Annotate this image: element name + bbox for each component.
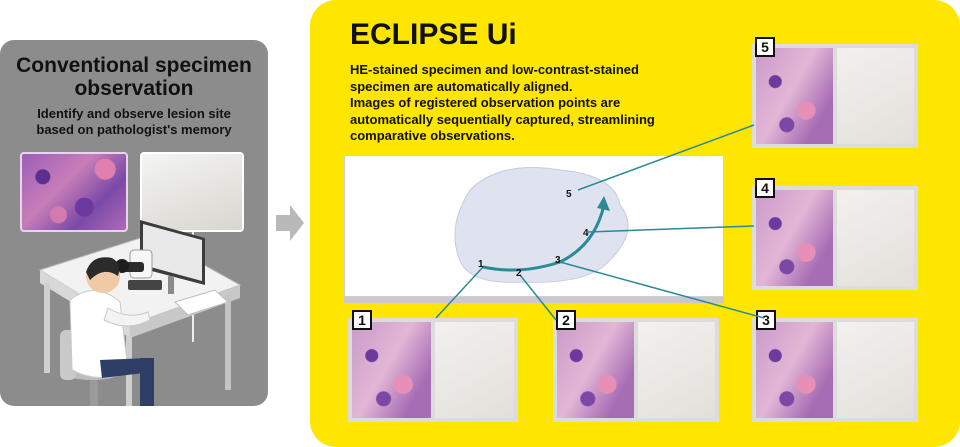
tissue-section	[454, 167, 629, 283]
low-contrast-thumbnail	[140, 152, 244, 232]
image-number-4: 4	[755, 178, 775, 198]
captured-image-4	[752, 186, 918, 290]
he-image-2	[557, 322, 634, 418]
point-label-4: 4	[583, 228, 589, 239]
low-contrast-image-3	[837, 322, 914, 418]
low-contrast-image-1	[435, 322, 514, 418]
captured-image-1	[348, 318, 518, 422]
eclipse-desc-line3: Images of registered observation points …	[350, 95, 621, 110]
pathologist-illustration	[38, 220, 242, 406]
eclipse-description: HE-stained specimen and low-contrast-sta…	[350, 62, 730, 145]
image-number-3: 3	[756, 310, 776, 330]
conventional-title: Conventional specimen observation	[0, 54, 268, 100]
low-contrast-image-2	[638, 322, 715, 418]
connector-line-2	[519, 274, 557, 321]
he-image-1	[352, 322, 431, 418]
conventional-title-line1: Conventional specimen	[16, 54, 252, 77]
conventional-subtitle-line2: based on pathologist's memory	[36, 122, 232, 137]
captured-image-2	[553, 318, 719, 422]
point-label-3: 3	[555, 255, 561, 266]
he-image-4	[756, 190, 833, 286]
connector-line-4	[587, 225, 755, 233]
conventional-title-line2: observation	[74, 77, 194, 100]
image-number-2: 2	[556, 310, 576, 330]
captured-image-5	[752, 44, 918, 148]
connector-line-1	[435, 266, 484, 319]
captured-image-3	[752, 318, 918, 422]
he-image-5	[756, 48, 833, 144]
eclipse-desc-line5: comparative observations.	[350, 128, 515, 143]
connector-line-3	[559, 261, 765, 319]
he-stained-thumbnail	[20, 152, 128, 232]
specimen-slide-edge	[344, 297, 724, 303]
conventional-subtitle-line1: Identify and observe lesion site	[37, 106, 231, 121]
image-number-1: 1	[352, 310, 372, 330]
path-arrowhead-icon	[597, 196, 610, 211]
eclipse-desc-line2: specimen are automatically aligned.	[350, 78, 573, 94]
point-label-2: 2	[516, 268, 522, 279]
point-label-1: 1	[478, 259, 484, 270]
eclipse-desc-line4: automatically sequentially captured, str…	[350, 111, 655, 127]
low-contrast-image-4	[837, 190, 914, 286]
low-contrast-image-5	[837, 48, 914, 144]
conventional-panel: Conventional specimen observation Identi…	[0, 40, 268, 406]
he-image-3	[756, 322, 833, 418]
eclipse-title: ECLIPSE Ui	[350, 18, 517, 51]
connector-line-5	[577, 124, 755, 191]
point-label-5: 5	[566, 189, 572, 200]
eclipse-desc-line1: HE-stained specimen and low-contrast-sta…	[350, 62, 639, 77]
transition-arrow-icon	[276, 205, 304, 241]
image-number-5: 5	[755, 37, 775, 57]
conventional-subtitle: Identify and observe lesion site based o…	[0, 106, 268, 138]
